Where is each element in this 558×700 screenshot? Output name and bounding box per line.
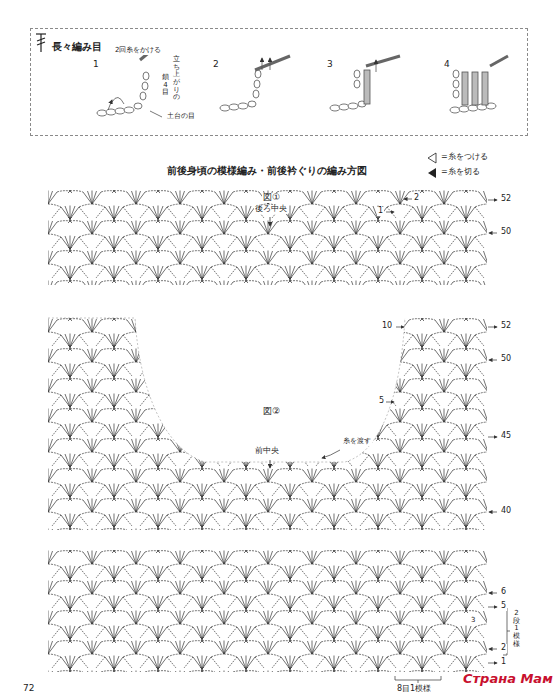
step-number: 3 — [326, 60, 334, 70]
treble-symbol — [36, 34, 46, 52]
stitch-chart — [48, 318, 487, 530]
step-number: 4 — [443, 60, 451, 70]
figure-label: 図① — [262, 193, 281, 203]
repeat-label: 8目1模様 — [396, 685, 432, 694]
row-number: 52 — [500, 322, 512, 331]
row-number: 1 — [500, 658, 507, 667]
step-illustrations — [97, 50, 508, 117]
row-number: 45 — [500, 432, 512, 441]
step-number: 2 — [212, 60, 220, 70]
note-label: 前中央 — [254, 447, 280, 456]
row-number: 5 — [378, 397, 385, 406]
repeat-label: 2段1模様 — [512, 610, 521, 648]
row-arrows — [386, 199, 497, 663]
watermark: Страна Мам — [462, 672, 554, 686]
repeat-bracket — [395, 676, 441, 683]
step-number: 1 — [92, 60, 100, 70]
page-number: 72 — [22, 684, 35, 694]
legend-text: =糸をつける — [440, 153, 489, 162]
row-number: 5 — [500, 602, 507, 611]
note-label: 糸を渡す — [342, 438, 372, 446]
stitch-chart — [48, 550, 487, 672]
row-number: 40 — [500, 507, 512, 516]
note-label: 鎖4目 — [161, 74, 170, 97]
row-number: 52 — [500, 195, 512, 204]
note-label: 土台の目 — [166, 113, 196, 121]
note-label: 2回糸をかける — [114, 47, 162, 55]
row-number: 6 — [500, 588, 507, 597]
note-label: 後ろ中央 — [254, 205, 288, 214]
box-heading: 長々編み目 — [51, 41, 103, 52]
legend-text: =糸を切る — [440, 168, 481, 177]
dashed-box: 長々編み目 — [30, 28, 528, 136]
row-number: 1 — [377, 207, 384, 216]
row-number: 2 — [500, 644, 507, 653]
figure-label: 図② — [262, 407, 281, 417]
row-number: 3 — [470, 617, 476, 625]
chart-title: 前後身頃の模様編み・前後衿ぐりの編み方図 — [166, 165, 368, 176]
stitch-chart — [48, 190, 487, 285]
legend-sample — [428, 153, 436, 163]
note-label: 立ち上がりの — [172, 56, 181, 102]
row-number: 2 — [413, 194, 420, 203]
legend-sample — [428, 168, 436, 178]
row-number: 50 — [500, 228, 512, 237]
row-number: 10 — [381, 322, 393, 331]
row-number: 50 — [500, 355, 512, 364]
